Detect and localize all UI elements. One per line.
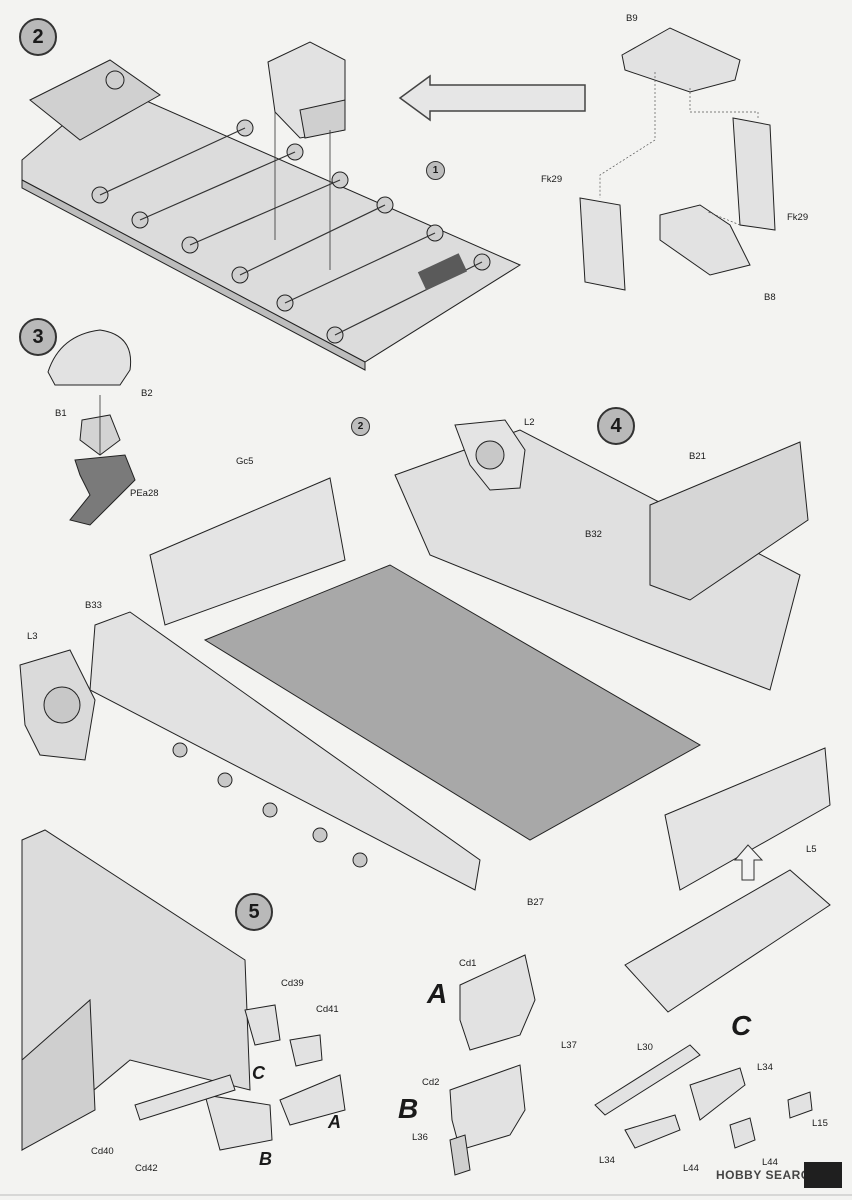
part-label: B27: [527, 897, 544, 908]
step-number-2: 2: [19, 18, 57, 56]
part-label: L36: [412, 1132, 428, 1143]
page-number-block: [804, 1162, 842, 1188]
step2-texture-patch: [417, 253, 468, 291]
part-label: L44: [762, 1157, 778, 1168]
part-label: L15: [812, 1118, 828, 1129]
step4-wheel-hubs: [43, 440, 505, 868]
part-label: Fk29: [787, 212, 809, 223]
step2-leader-lines: [599, 72, 759, 226]
part-label: L2: [524, 417, 535, 428]
part-label: Gc5: [236, 456, 254, 467]
part-label: B8: [764, 292, 776, 303]
part-label: B1: [55, 408, 67, 419]
step-number-3: 3: [19, 318, 57, 356]
sub-assembly-title-a: A: [427, 978, 448, 1009]
sub-a-part: [459, 954, 536, 1051]
part-label: B32: [585, 529, 602, 540]
step2-guide-lines: [274, 112, 331, 270]
step2-torsion-bars: [99, 127, 483, 336]
step2-hull-floor: [21, 59, 522, 371]
part-label: Cd41: [316, 1004, 339, 1015]
part-label: L5: [806, 844, 817, 855]
part-label: B2: [141, 388, 153, 399]
step-number-5: 5: [235, 893, 273, 931]
sub-step-marker-2: 2: [351, 417, 370, 436]
step2-exploded-parts: [579, 27, 776, 291]
step4-hull-assembly: [19, 419, 831, 1013]
sub-b-part: [449, 1064, 526, 1176]
sub-assembly-title-b: B: [398, 1093, 419, 1124]
step4-up-arrow: [733, 844, 764, 881]
part-label: L30: [637, 1042, 653, 1053]
part-label: Cd40: [91, 1146, 114, 1157]
sub-assembly-ref-c: C: [252, 1063, 265, 1083]
step-number-4: 4: [597, 407, 635, 445]
step3-etched-bracket: [69, 454, 136, 526]
step2-bracket-part: [267, 41, 346, 139]
part-label: B21: [689, 451, 706, 462]
sub-c-part: [594, 1044, 813, 1149]
part-label: L34: [757, 1062, 773, 1073]
sub-step-marker-1: 1: [426, 161, 445, 180]
part-label: L34: [599, 1155, 615, 1166]
sub-assembly-title-c: C: [731, 1010, 752, 1041]
part-label: Cd1: [459, 958, 477, 969]
part-label: Cd2: [422, 1077, 440, 1088]
part-label: Cd39: [281, 978, 304, 989]
step5-hull-rear: [21, 829, 251, 1152]
part-label: B33: [85, 600, 102, 611]
part-label: L44: [683, 1163, 699, 1174]
sub-assembly-ref-a: A: [328, 1112, 341, 1132]
part-label: L3: [27, 631, 38, 642]
step5-exploded-parts: [134, 1004, 346, 1151]
sub-assembly-ref-b: B: [259, 1149, 272, 1169]
step3-hatch-cover: [47, 329, 132, 456]
watermark: HOBBY SEARCH: [716, 1168, 820, 1182]
step2-direction-arrow: [398, 74, 586, 122]
part-label: PEa28: [130, 488, 159, 499]
part-label: L37: [561, 1040, 577, 1051]
part-label: B9: [626, 13, 638, 24]
part-label: Fk29: [541, 174, 563, 185]
part-label: Cd42: [135, 1163, 158, 1174]
